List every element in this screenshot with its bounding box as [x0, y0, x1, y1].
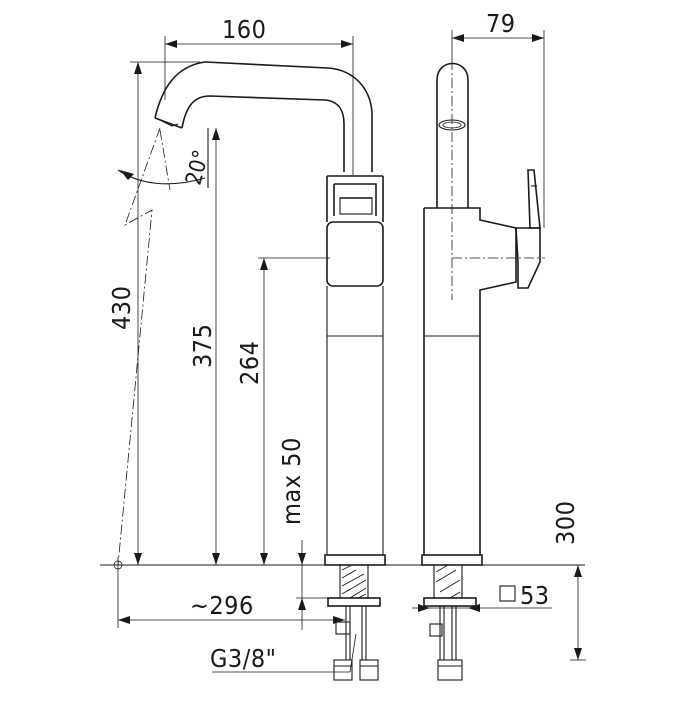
thread-callout: G3/8": [210, 633, 357, 673]
mounting-nut: [327, 597, 381, 607]
angle-20: 20°: [117, 128, 215, 188]
front-view: [100, 61, 585, 681]
body-column: [326, 286, 384, 555]
dim-160: 160: [164, 15, 354, 175]
spray-cone: [110, 127, 171, 573]
dim-160-label: 160: [222, 15, 266, 44]
dim-300-label: 300: [551, 501, 580, 545]
dim-max50-label: max 50: [277, 437, 306, 525]
side-base-plate: [421, 554, 483, 566]
dim-430-label: 430: [107, 286, 136, 330]
side-lever-handle: [527, 169, 541, 229]
lever-loop: [326, 175, 384, 222]
base-plate: [324, 554, 386, 566]
spout-outlet: [155, 117, 179, 127]
bore-square-symbol: [499, 585, 516, 602]
dim-375: 375: [188, 128, 220, 565]
side-view: [421, 60, 545, 681]
dim-79: 79: [451, 9, 545, 228]
dim-296: ~296: [117, 573, 345, 628]
dim-bore: 53: [412, 581, 552, 612]
dim-430: 430: [107, 61, 200, 565]
dim-296-label: ~296: [190, 591, 254, 620]
angle-label: 20°: [181, 147, 214, 187]
head-block: [326, 221, 384, 287]
side-body: [423, 207, 517, 555]
hose-fitting-left: [333, 659, 353, 681]
hose-fitting-right: [359, 659, 379, 681]
front-connectors: [327, 564, 381, 681]
dim-300: 300: [551, 501, 586, 661]
lever-slot: [339, 197, 373, 215]
side-connectors: [423, 564, 477, 681]
dim-max50: max 50: [277, 437, 330, 630]
side-spout-tube: [436, 62, 469, 208]
dim-79-label: 79: [486, 9, 516, 38]
thread-label: G3/8": [210, 644, 276, 673]
dim-bore-label: 53: [520, 581, 550, 610]
dim-264: 264: [235, 257, 330, 565]
dim-375-label: 375: [188, 324, 217, 368]
dim-264-label: 264: [235, 341, 264, 385]
